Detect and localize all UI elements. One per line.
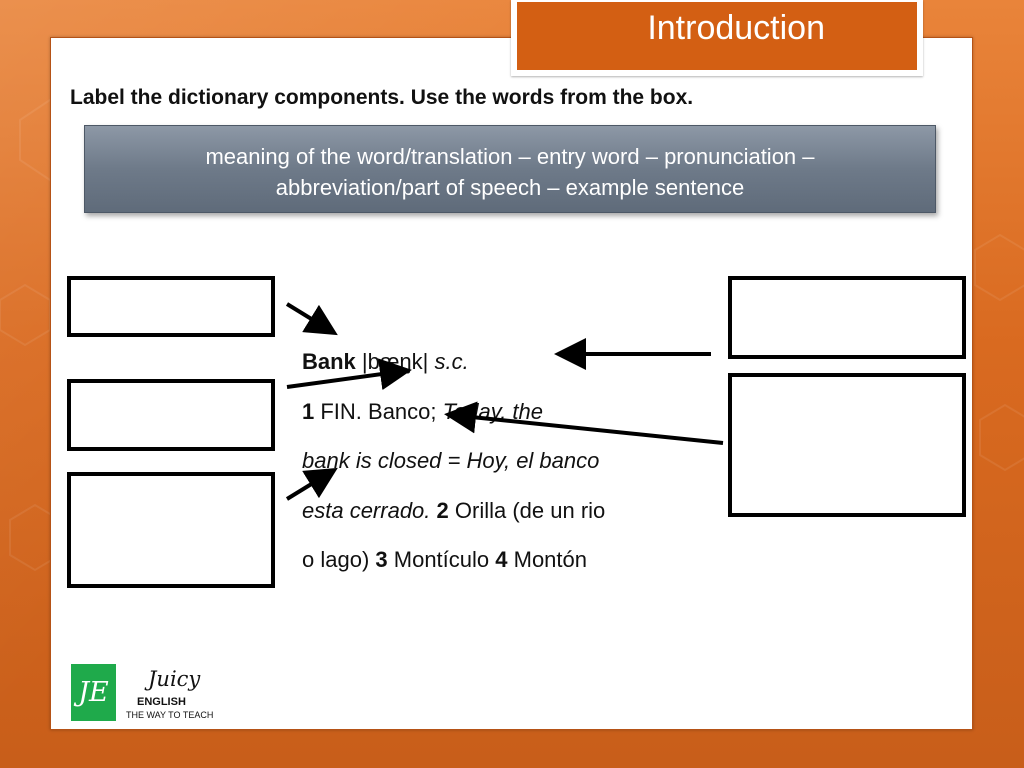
example-part-3: esta cerrado. — [302, 497, 431, 523]
answer-box-left-3[interactable] — [67, 472, 275, 588]
page-title: Introduction — [647, 8, 825, 47]
sense-1-label: FIN. Banco; — [314, 398, 443, 424]
logo-script-name: Juicy — [148, 667, 201, 691]
sense-2-number: 2 — [430, 497, 449, 523]
entry-line-1: Bank |bæŋk| s.c. — [302, 337, 702, 387]
entry-headword: Bank — [302, 349, 356, 374]
entry-abbreviation: s.c. — [434, 349, 469, 374]
logo-tagline: THE WAY TO TEACH — [126, 710, 214, 720]
juicy-english-logo: JE Juicy ENGLISH THE WAY TO TEACH — [71, 664, 216, 724]
entry-line-4: esta cerrado. 2 Orilla (de un rio — [302, 486, 702, 536]
title-banner: Introduction — [511, 0, 923, 76]
word-bank-line-2: abbreviation/part of speech – example se… — [275, 175, 745, 200]
answer-box-left-2[interactable] — [67, 379, 275, 451]
dictionary-entry: Bank |bæŋk| s.c. 1 FIN. Banco; Today, th… — [302, 337, 702, 585]
sense-4-text: Montón — [507, 547, 587, 572]
example-part-1: Today, the — [442, 398, 543, 424]
answer-box-right-1[interactable] — [728, 276, 966, 359]
sense-2-text-cont: o lago) — [302, 547, 376, 572]
answer-box-left-1[interactable] — [67, 276, 275, 337]
example-part-2: bank is closed = Hoy, el banco — [302, 448, 600, 473]
logo-bold-name: ENGLISH — [137, 696, 186, 708]
word-bank-box: meaning of the word/translation – entry … — [84, 125, 936, 213]
sense-3-number: 3 — [375, 547, 388, 572]
instruction-text: Label the dictionary components. Use the… — [70, 86, 694, 109]
sense-3-text: Montículo — [387, 547, 496, 572]
sense-4-number: 4 — [495, 547, 508, 572]
logo-badge: JE — [71, 664, 116, 721]
entry-line-2: 1 FIN. Banco; Today, the — [302, 387, 702, 437]
sense-1-number: 1 — [302, 398, 315, 424]
entry-pronunciation: |bæŋk| — [355, 349, 435, 374]
word-bank-line-1: meaning of the word/translation – entry … — [205, 144, 815, 169]
answer-box-right-2[interactable] — [728, 373, 966, 517]
sense-2-text: Orilla (de un rio — [448, 497, 606, 523]
entry-line-5: o lago) 3 Montículo 4 Montón — [302, 535, 702, 585]
entry-line-3: bank is closed = Hoy, el banco — [302, 436, 702, 486]
